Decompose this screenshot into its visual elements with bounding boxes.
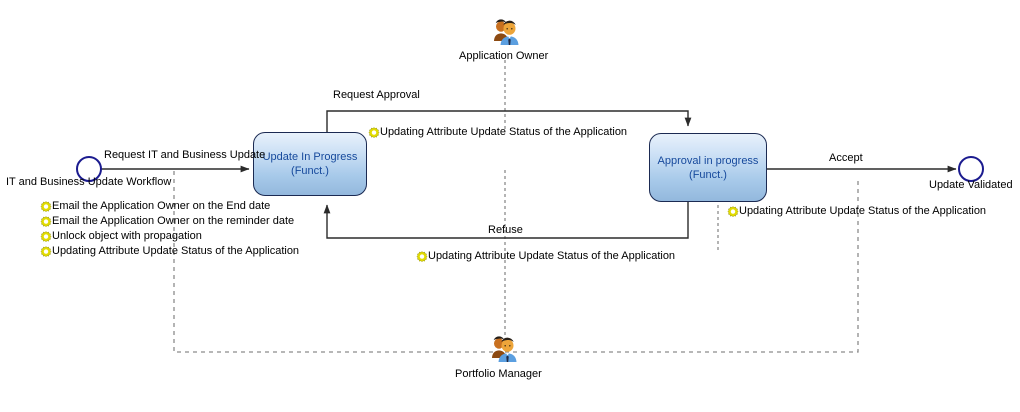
start-node[interactable] (76, 156, 102, 182)
action-item[interactable]: Updating Attribute Update Status of the … (40, 245, 299, 258)
edge-request-approval (326, 110, 692, 132)
gear-icon (416, 251, 428, 263)
update-in-progress-label-line2: (Funct.) (291, 165, 329, 177)
start-actions-list: Email the Application Owner on the End d… (40, 200, 299, 260)
request-approval-action[interactable]: Updating Attribute Update Status of the … (368, 126, 627, 139)
gear-icon (40, 216, 52, 228)
approval-in-progress-label-line2: (Funct.) (689, 168, 727, 181)
action-label: Email the Application Owner on the End d… (52, 200, 271, 212)
action-item[interactable]: Email the Application Owner on the remin… (40, 215, 299, 228)
actor-application-owner-icon[interactable] (491, 18, 521, 46)
edge-refuse (323, 202, 689, 239)
transition-label-refuse: Refuse (488, 224, 523, 236)
action-item[interactable]: Unlock object with propagation (40, 230, 299, 243)
gear-icon (40, 231, 52, 243)
actor-portfolio-manager-label: Portfolio Manager (455, 368, 542, 380)
action-item[interactable]: Email the Application Owner on the End d… (40, 200, 299, 213)
transition-label-request-approval: Request Approval (333, 89, 420, 101)
update-in-progress-state[interactable]: Update In Progress (Funct.) (253, 132, 367, 196)
transition-label-request-it-and-business-update: Request IT and Business Update (104, 149, 266, 161)
update-in-progress-label-line1: Update In Progress (262, 151, 358, 163)
approval-in-progress-label-line1: Approval in progress (657, 154, 759, 167)
action-label: Updating Attribute Update Status of the … (739, 205, 987, 217)
end-node-label: Update Validated (929, 179, 1013, 191)
gear-icon (40, 246, 52, 258)
actor-portfolio-manager-icon[interactable] (489, 335, 519, 363)
gear-icon (368, 127, 380, 139)
gear-icon (727, 206, 739, 218)
start-node-label: IT and Business Update Workflow (6, 176, 172, 188)
action-label: Email the Application Owner on the remin… (52, 215, 295, 227)
action-label: Updating Attribute Update Status of the … (52, 245, 300, 257)
approval-in-progress-state[interactable]: Approval in progress (Funct.) (649, 133, 767, 202)
end-node[interactable] (958, 156, 984, 182)
action-label: Unlock object with propagation (52, 230, 202, 242)
gear-icon (40, 201, 52, 213)
refuse-action[interactable]: Updating Attribute Update Status of the … (416, 250, 675, 263)
action-label: Updating Attribute Update Status of the … (380, 126, 628, 138)
portfolio-manager-boundary (173, 171, 859, 353)
accept-action[interactable]: Updating Attribute Update Status of the … (727, 205, 986, 218)
actor-application-owner-label: Application Owner (459, 50, 549, 62)
action-label: Updating Attribute Update Status of the … (428, 250, 676, 262)
transition-label-accept: Accept (829, 152, 863, 164)
